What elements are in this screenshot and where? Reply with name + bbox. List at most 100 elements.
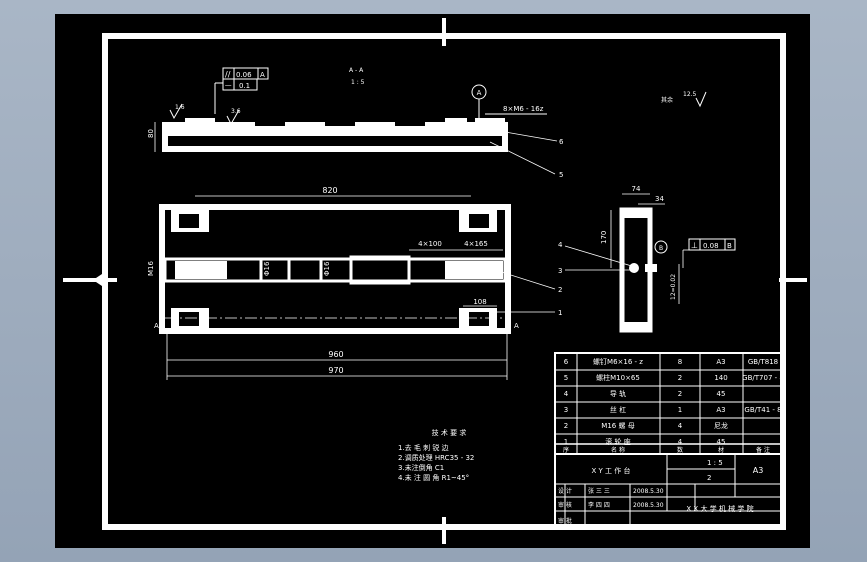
dim-phi16-2: Φ16	[323, 261, 331, 276]
drawing-name: X Y 工 作 台	[592, 466, 631, 475]
thread-callout: 8×M6 - 16z	[503, 105, 544, 113]
front-frame	[159, 204, 511, 334]
parts-cell-no: 3	[564, 406, 568, 414]
dim-m16: M16	[147, 261, 155, 276]
parts-cell-material: 尼龙	[714, 421, 728, 430]
parts-cell-qty: 2	[678, 390, 682, 398]
parts-cell-material: 45	[717, 390, 726, 398]
top-plate	[162, 118, 508, 152]
notes-heading: 技 术 要 求	[432, 428, 467, 437]
datum-b-balloon	[654, 240, 668, 254]
parts-cell-material: 45	[717, 438, 726, 446]
orientation-arrow	[93, 272, 105, 288]
parts-cell-name: 滚 轮 座	[605, 437, 630, 446]
parts-cell-standard: GB/T707 - 8	[742, 374, 784, 382]
dim-970: 970	[328, 366, 343, 375]
dim-820: 820	[322, 186, 337, 195]
parts-cell-name: 导 轨	[610, 389, 626, 398]
roughness-2-value: 3.6	[231, 108, 241, 115]
parts-cell-name: 丝 杠	[610, 405, 626, 414]
height-left-dim: 80	[147, 129, 155, 138]
dim-74: 74	[632, 185, 641, 193]
parallel-value: 0.06	[236, 71, 252, 79]
designer-label: 设 计	[558, 487, 572, 495]
balloon-2: 2	[558, 286, 562, 294]
reviewer-label: 审 批	[558, 517, 572, 525]
parallel-symbol: //	[225, 70, 231, 79]
parts-cell-name: 螺钉M6×16 - z	[593, 357, 643, 366]
title-block	[554, 453, 784, 528]
general-roughness-value: 12.5	[683, 91, 697, 98]
balloon-3: 3	[558, 267, 562, 275]
section-marker-right: A	[514, 322, 519, 330]
centering-marks	[63, 18, 807, 544]
side-view	[619, 207, 657, 333]
parts-cell-qty: 8	[678, 358, 682, 366]
perpendicular-datum: B	[727, 242, 732, 250]
section-scale: 1 : 5	[351, 79, 365, 86]
flatness-value: 0.1	[239, 82, 250, 90]
checker-label: 审 核	[558, 501, 572, 509]
flatness-symbol: ⏤	[225, 81, 232, 90]
note-2: 2.调质处理 HRC35 - 32	[398, 453, 474, 462]
parts-cell-no: 1	[564, 438, 568, 446]
parts-header-name: 名 称	[611, 446, 625, 454]
balloon-5: 5	[559, 171, 563, 179]
parts-cell-no: 4	[564, 390, 569, 398]
roughness-symbol-general	[695, 91, 707, 108]
parts-cell-material: A3	[716, 358, 725, 366]
dim-12: 12=0.02	[670, 274, 677, 300]
balloon-1: 1	[558, 309, 562, 317]
drawing-viewport[interactable]: A - A 1 : 5 其余 12.5 // 0.06 A ⏤ 0.1 1.6 …	[55, 14, 810, 548]
parts-cell-standard: GB/T818	[748, 358, 778, 366]
perpendicular-frame	[688, 238, 736, 251]
general-roughness-prefix: 其余	[661, 96, 673, 104]
scale-value: 1 : 5	[707, 459, 723, 467]
company-name: X X 大 学 机 械 学 院	[686, 504, 753, 513]
dim-34: 34	[655, 195, 664, 203]
check-date: 2008.5.30	[633, 502, 664, 509]
dim-4x100: 4×100	[418, 240, 442, 248]
parts-cell-no: 5	[564, 374, 568, 382]
parts-cell-name: 螺柱M10×65	[596, 373, 640, 382]
design-date: 2008.5.30	[633, 488, 664, 495]
note-4: 4.未 注 圆 角 R1~45°	[398, 473, 469, 482]
section-marker-left: A	[154, 322, 159, 330]
perpendicular-value: 0.08	[703, 242, 719, 250]
parts-list	[554, 352, 784, 455]
balloon-6: 6	[559, 138, 564, 146]
designer-name: 张 三 三	[588, 487, 610, 495]
parts-header-remark: 备 注	[756, 446, 770, 454]
balloon-4: 4	[558, 241, 563, 249]
dim-108: 108	[473, 298, 486, 306]
note-3: 3.未注倒角 C1	[398, 463, 444, 472]
parts-header-no: 序	[563, 446, 569, 454]
roughness-1-icon	[169, 103, 183, 120]
cad-drawing: A - A 1 : 5 其余 12.5 // 0.06 A ⏤ 0.1 1.6 …	[63, 18, 807, 544]
datum-b-label: B	[659, 245, 663, 252]
paper-size: A3	[753, 466, 764, 475]
parts-cell-standard: GB/T41 - 8	[744, 406, 781, 414]
parts-cell-qty: 1	[678, 406, 682, 414]
dim-960: 960	[328, 350, 343, 359]
parts-cell-no: 2	[564, 422, 568, 430]
parts-cell-qty: 4	[678, 438, 683, 446]
parts-cell-qty: 4	[678, 422, 683, 430]
dim-phi16-1: Φ16	[263, 261, 271, 276]
perpendicular-symbol: ⊥	[691, 241, 698, 250]
note-1: 1.去 毛 刺 锐 边	[398, 443, 449, 452]
parts-header-material: 材	[718, 446, 724, 454]
checker-name: 李 四 四	[588, 501, 610, 509]
parallelism-frame	[214, 67, 269, 114]
datum-a-label: A	[477, 89, 482, 97]
parts-header-qty: 数	[677, 446, 683, 454]
parts-cell-material: A3	[716, 406, 725, 414]
parts-cell-name: M16 螺 母	[601, 421, 634, 430]
parts-cell-no: 6	[564, 358, 569, 366]
sheet-count: 2	[707, 474, 711, 482]
dim-4x165: 4×165	[464, 240, 488, 248]
section-label: A - A	[349, 67, 364, 74]
parts-cell-qty: 2	[678, 374, 682, 382]
parallel-datum: A	[260, 71, 265, 79]
